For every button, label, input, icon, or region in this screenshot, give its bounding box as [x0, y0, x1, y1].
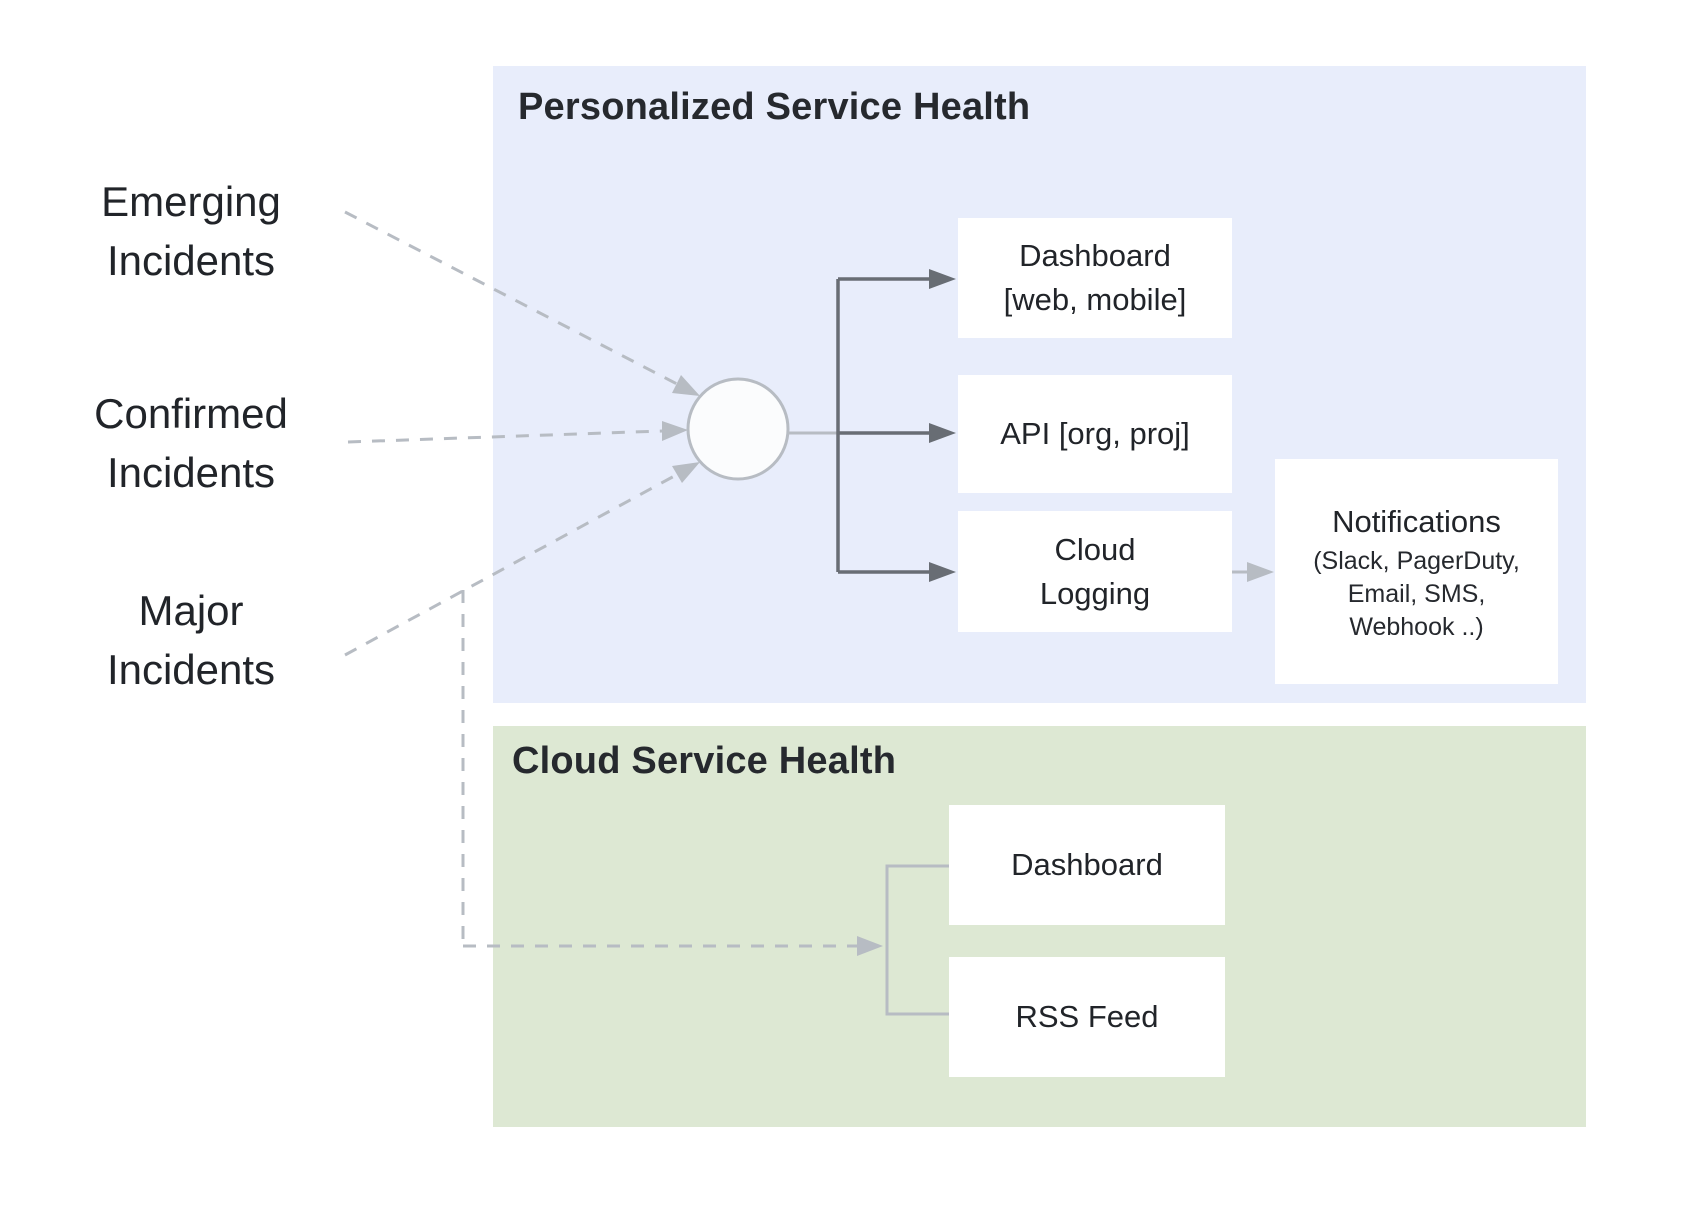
- arrowhead: [1247, 562, 1274, 582]
- notifications-detail-line: Email, SMS,: [1347, 580, 1486, 608]
- cloud-service-health-branch-connector: [461, 590, 883, 956]
- node-label-line: [web, mobile]: [1003, 282, 1187, 317]
- incident-label-confirmed: Confirmed Incidents: [40, 384, 342, 502]
- node-label-line: API [org, proj]: [1000, 416, 1190, 451]
- emerging-incidents-connector: [344, 210, 700, 396]
- arrowhead-api: [929, 423, 956, 443]
- major-incidents-connector: [344, 462, 700, 657]
- logging-to-notifications-connector: [1232, 562, 1274, 582]
- incident-label-line: Incidents: [106, 646, 276, 693]
- arrowhead: [662, 421, 688, 441]
- node-label-line: Cloud: [1054, 531, 1136, 567]
- cloud-section-title: Cloud Service Health: [512, 740, 897, 782]
- node-label-line: Dashboard: [1019, 238, 1171, 273]
- incident-label-emerging: Emerging Incidents: [40, 172, 342, 290]
- personalized-section-title: Personalized Service Health: [518, 86, 1031, 128]
- confirmed-incidents-connector: [347, 421, 688, 444]
- node-rss-feed: RSS Feed: [949, 957, 1225, 1077]
- arrowhead: [857, 936, 883, 956]
- incident-label-line: Incidents: [106, 237, 276, 284]
- node-label-line: Logging: [1039, 575, 1151, 611]
- incident-label-major: Major Incidents: [40, 581, 342, 699]
- incident-label-line: Emerging: [101, 178, 281, 225]
- node-api: API [org, proj]: [958, 375, 1232, 493]
- node-dashboard-web-mobile: Dashboard [web, mobile]: [958, 218, 1232, 338]
- arrowhead: [672, 375, 700, 396]
- arrowhead-logging: [929, 562, 956, 582]
- incident-label-line: Major: [138, 587, 244, 634]
- node-cloud-logging: Cloud Logging: [958, 511, 1232, 632]
- node-dashboard-cloud: Dashboard: [949, 805, 1225, 925]
- incident-label-line: Confirmed: [94, 390, 288, 437]
- notifications-title: Notifications: [1332, 504, 1501, 539]
- arrowhead-dashboard: [929, 269, 956, 289]
- notifications-detail-line: Webhook ..): [1349, 613, 1484, 641]
- node-label-line: Dashboard: [1011, 847, 1163, 882]
- fanout-connector: [836, 269, 956, 582]
- arrowhead: [672, 462, 700, 483]
- incident-label-line: Incidents: [106, 449, 276, 496]
- cloud-nodes-bracket: [885, 864, 949, 1016]
- node-label-line: RSS Feed: [1015, 999, 1159, 1034]
- hub-node: [686, 377, 790, 481]
- notifications-detail-line: (Slack, PagerDuty,: [1313, 547, 1520, 575]
- node-notifications: Notifications (Slack, PagerDuty, Email, …: [1275, 459, 1558, 684]
